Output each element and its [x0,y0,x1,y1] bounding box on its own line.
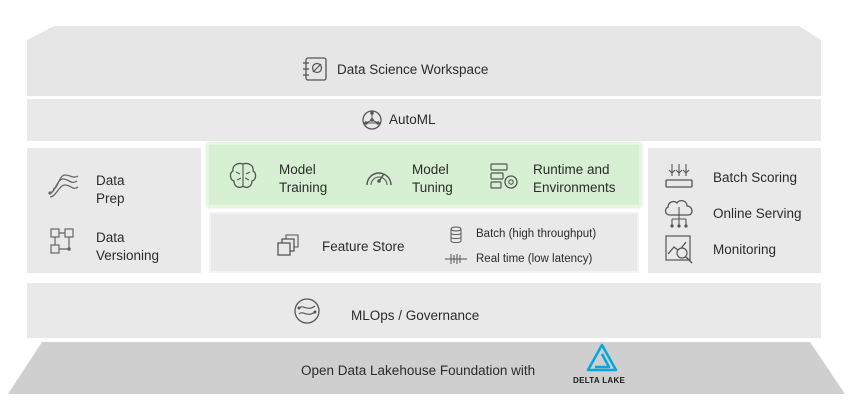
runtime-line2: Environments [533,180,616,195]
data-management-panel: Data Prep Data Versioning [27,148,201,273]
delta-lake-logo-icon [585,343,619,373]
deployment-panel: Batch Scoring Online Serving Monitoring [648,148,821,273]
runtime-line1: Runtime and [533,162,610,177]
automl-label: AutoML [389,112,436,127]
data-prep-line2: Prep [96,191,125,206]
batch-scoring-label: Batch Scoring [713,170,798,185]
batch-scoring-icon [664,162,694,190]
monitoring-label: Monitoring [713,242,777,257]
realtime-mode-label: Real time (low latency) [476,253,593,265]
notebook-icon [300,56,330,82]
workspace-layer-bg [27,26,821,96]
cloud-serving-icon [662,197,696,229]
mlops-label: MLOps / Governance [351,308,480,323]
data-versioning-line1: Data [96,230,125,245]
stacked-squares-icon [275,234,299,258]
foundation-label: Open Data Lakehouse Foundation with [301,363,536,378]
monitoring-icon [664,234,694,264]
delta-lake-logo-text: DELTA LAKE [573,376,626,385]
runtime-gears-icon [488,161,520,193]
mlops-layer: MLOps / Governance [27,283,821,338]
model-tuning-line2: Tuning [412,180,453,195]
workspace-label: Data Science Workspace [337,62,489,77]
governance-icon [293,297,321,325]
batch-mode-label: Batch (high throughput) [476,228,597,240]
automl-layer: AutoML [27,99,821,141]
data-versioning-line2: Versioning [96,248,160,263]
stream-icon [445,252,467,266]
brain-icon [227,160,259,192]
gauge-icon [363,163,395,191]
foundation-layer-bg [8,342,845,394]
data-prep-line1: Data [96,173,125,188]
data-prep-icon [47,171,81,201]
feature-store-panel: Feature Store Batch (high throughput) Re… [209,212,639,273]
neural-network-icon [361,109,383,131]
database-icon [449,226,463,244]
data-versioning-icon [47,225,77,257]
online-serving-label: Online Serving [713,206,802,221]
model-training-line2: Training [279,180,328,195]
feature-store-label: Feature Store [322,239,405,254]
model-training-line1: Model [279,162,316,177]
model-tuning-line1: Model [412,162,449,177]
model-panel: Model Training Model Tuning Runtime and … [207,143,641,207]
